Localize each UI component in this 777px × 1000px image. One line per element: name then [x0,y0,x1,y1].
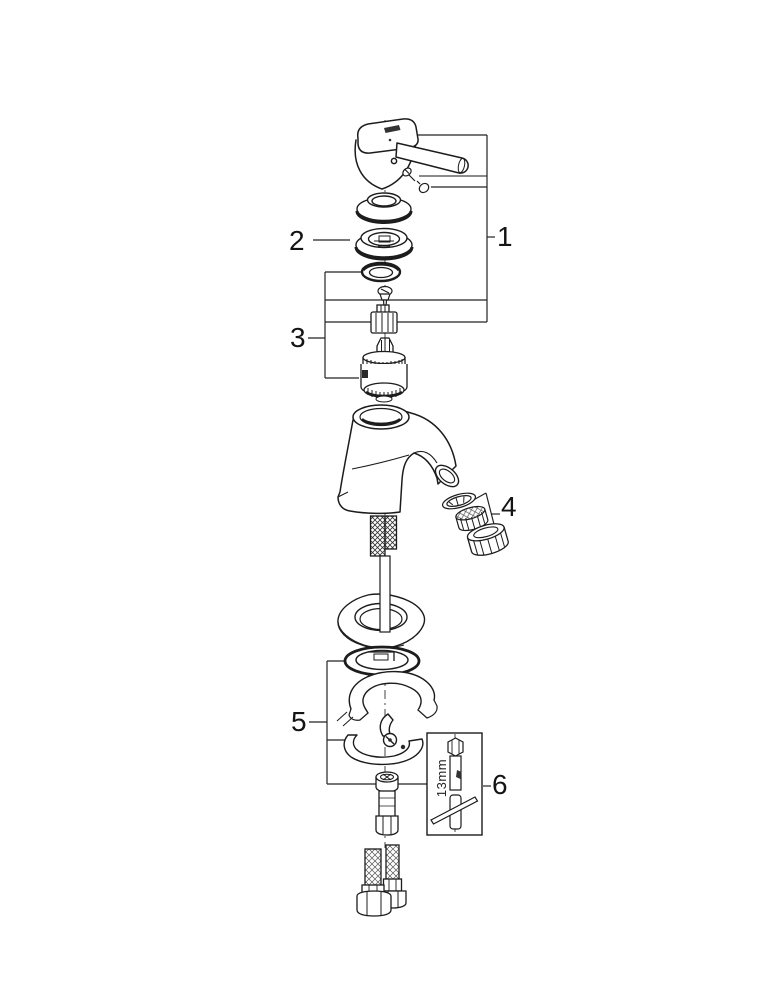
callout-3-lines [308,271,361,379]
cartridge-screw [377,285,393,310]
dome-ring [355,192,413,224]
tool-size-label: 13mm [434,758,449,798]
socket-tool [430,734,479,834]
handle-screw [402,167,416,182]
shared-kit-lines [325,299,487,323]
supply-hoses [356,844,407,917]
callout-label-4: 4 [501,491,517,522]
callout-label-1: 1 [497,221,513,252]
aerator-gasket [441,492,477,510]
cartridge-adapter [370,304,398,334]
aerator-housing [466,523,509,556]
stop-ring [360,261,402,283]
supply-pipe [379,555,391,633]
mounting-wedge [336,670,438,727]
callout-label-6: 6 [492,769,508,800]
aerator-insert [455,505,489,532]
callout-label-2: 2 [289,225,305,256]
mounting-stud [375,771,399,836]
handle-plug [416,180,430,194]
callout-label-3: 3 [290,322,306,353]
base-gasket [343,645,421,677]
callout-1-lines [417,134,495,322]
callout-label-5: 5 [291,706,307,737]
cartridge [360,337,408,403]
faucet-body [337,404,460,515]
handle [354,118,469,190]
threaded-shank [369,515,398,557]
mounting-clamp [343,713,424,766]
cap-ring [354,227,414,261]
